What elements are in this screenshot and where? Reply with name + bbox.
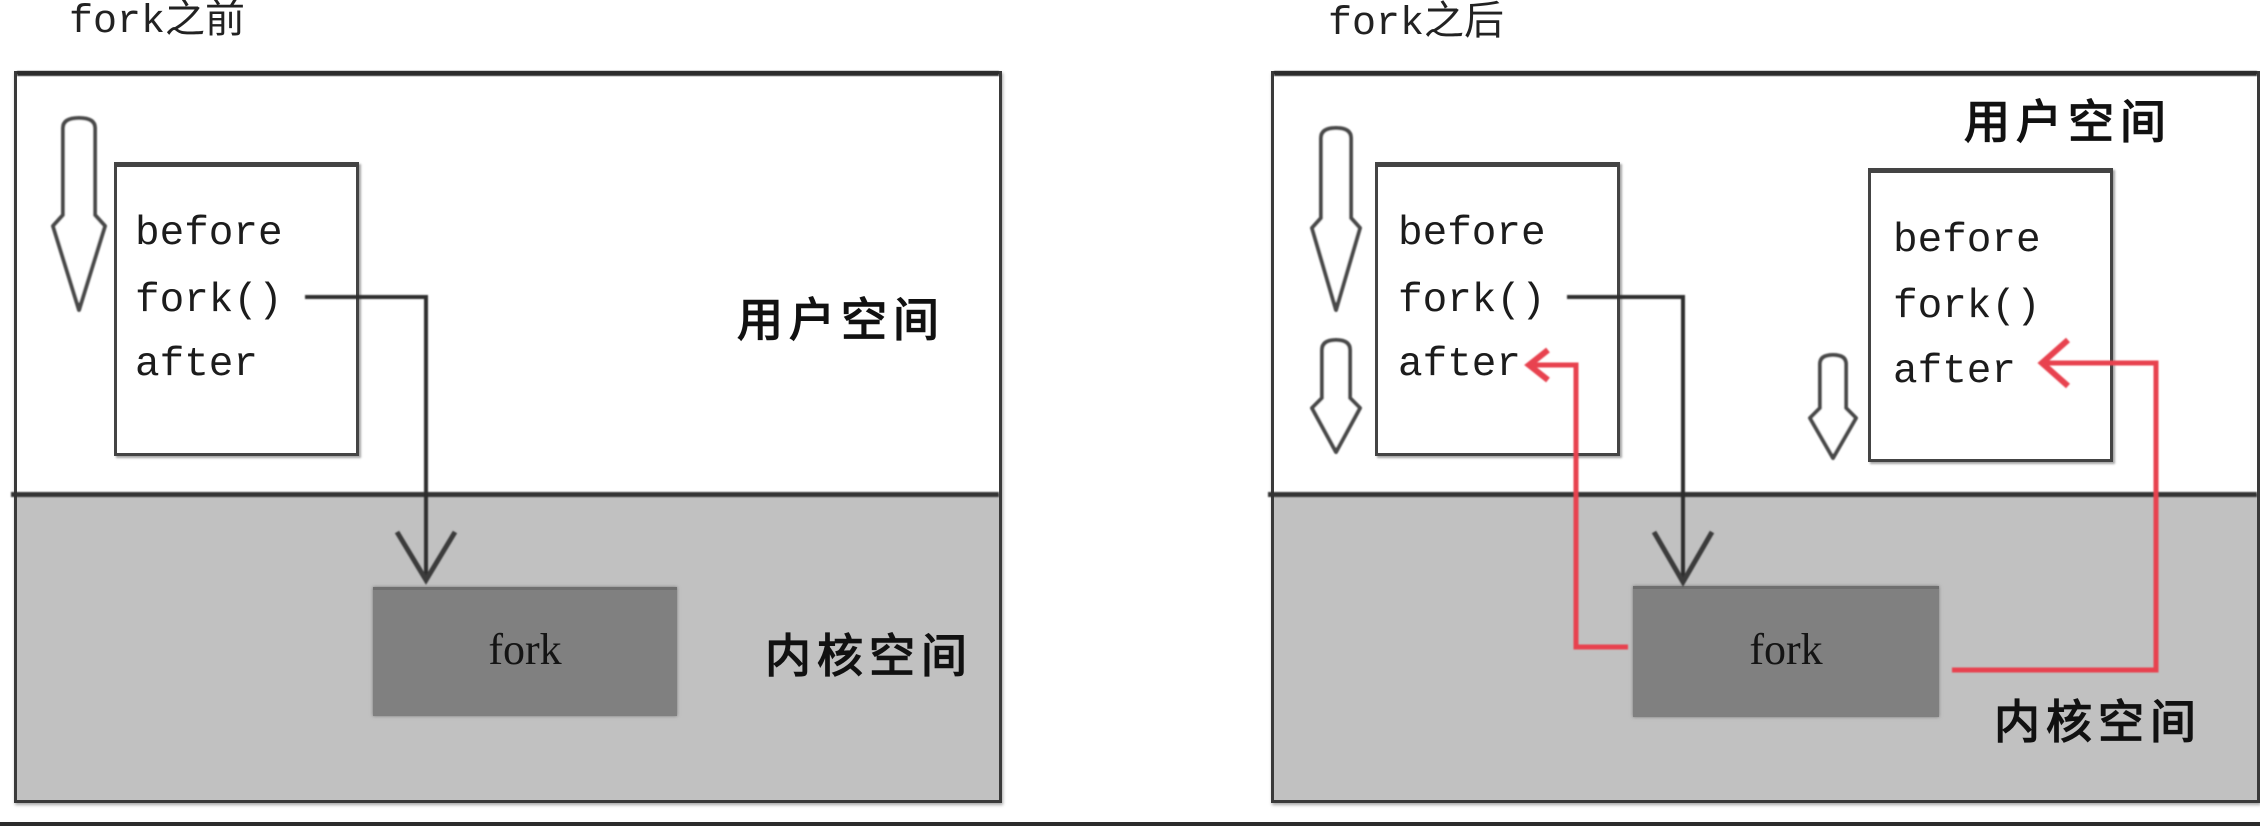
code-line-fork-call: fork() <box>135 278 283 324</box>
kernel-fork-box: fork <box>1633 586 1939 717</box>
kernel-space-label: 内核空间 <box>765 629 973 683</box>
kernel-space-label: 内核空间 <box>1994 695 2202 749</box>
user-space-label: 用户空间 <box>737 293 945 347</box>
panel-top-edge <box>17 71 999 76</box>
user-space-label: 用户空间 <box>1964 95 2172 149</box>
user-kernel-divider <box>11 492 999 497</box>
user-kernel-divider <box>1268 492 2257 497</box>
code-line-after: after <box>1398 342 1522 388</box>
code-line-fork-call: fork() <box>1398 278 1546 324</box>
kernel-fork-label: fork <box>488 625 562 674</box>
kernel-fork-label: fork <box>1749 625 1823 674</box>
process-code-box: before fork() after <box>114 162 359 456</box>
panel-title-before: fork之前 <box>69 0 246 45</box>
parent-process-code-box: before fork() after <box>1375 162 1620 456</box>
code-line-after: after <box>1893 349 2017 395</box>
panel-title-after: fork之后 <box>1328 2 1505 47</box>
code-line-before: before <box>135 211 283 257</box>
child-process-code-box: before fork() after <box>1868 168 2113 462</box>
code-line-before: before <box>1893 218 2041 264</box>
bottom-strip <box>0 822 2260 826</box>
code-line-after: after <box>135 342 259 388</box>
panel-top-edge <box>1274 71 2257 76</box>
code-line-fork-call: fork() <box>1893 284 2041 330</box>
kernel-fork-box: fork <box>373 587 677 716</box>
code-line-before: before <box>1398 211 1546 257</box>
